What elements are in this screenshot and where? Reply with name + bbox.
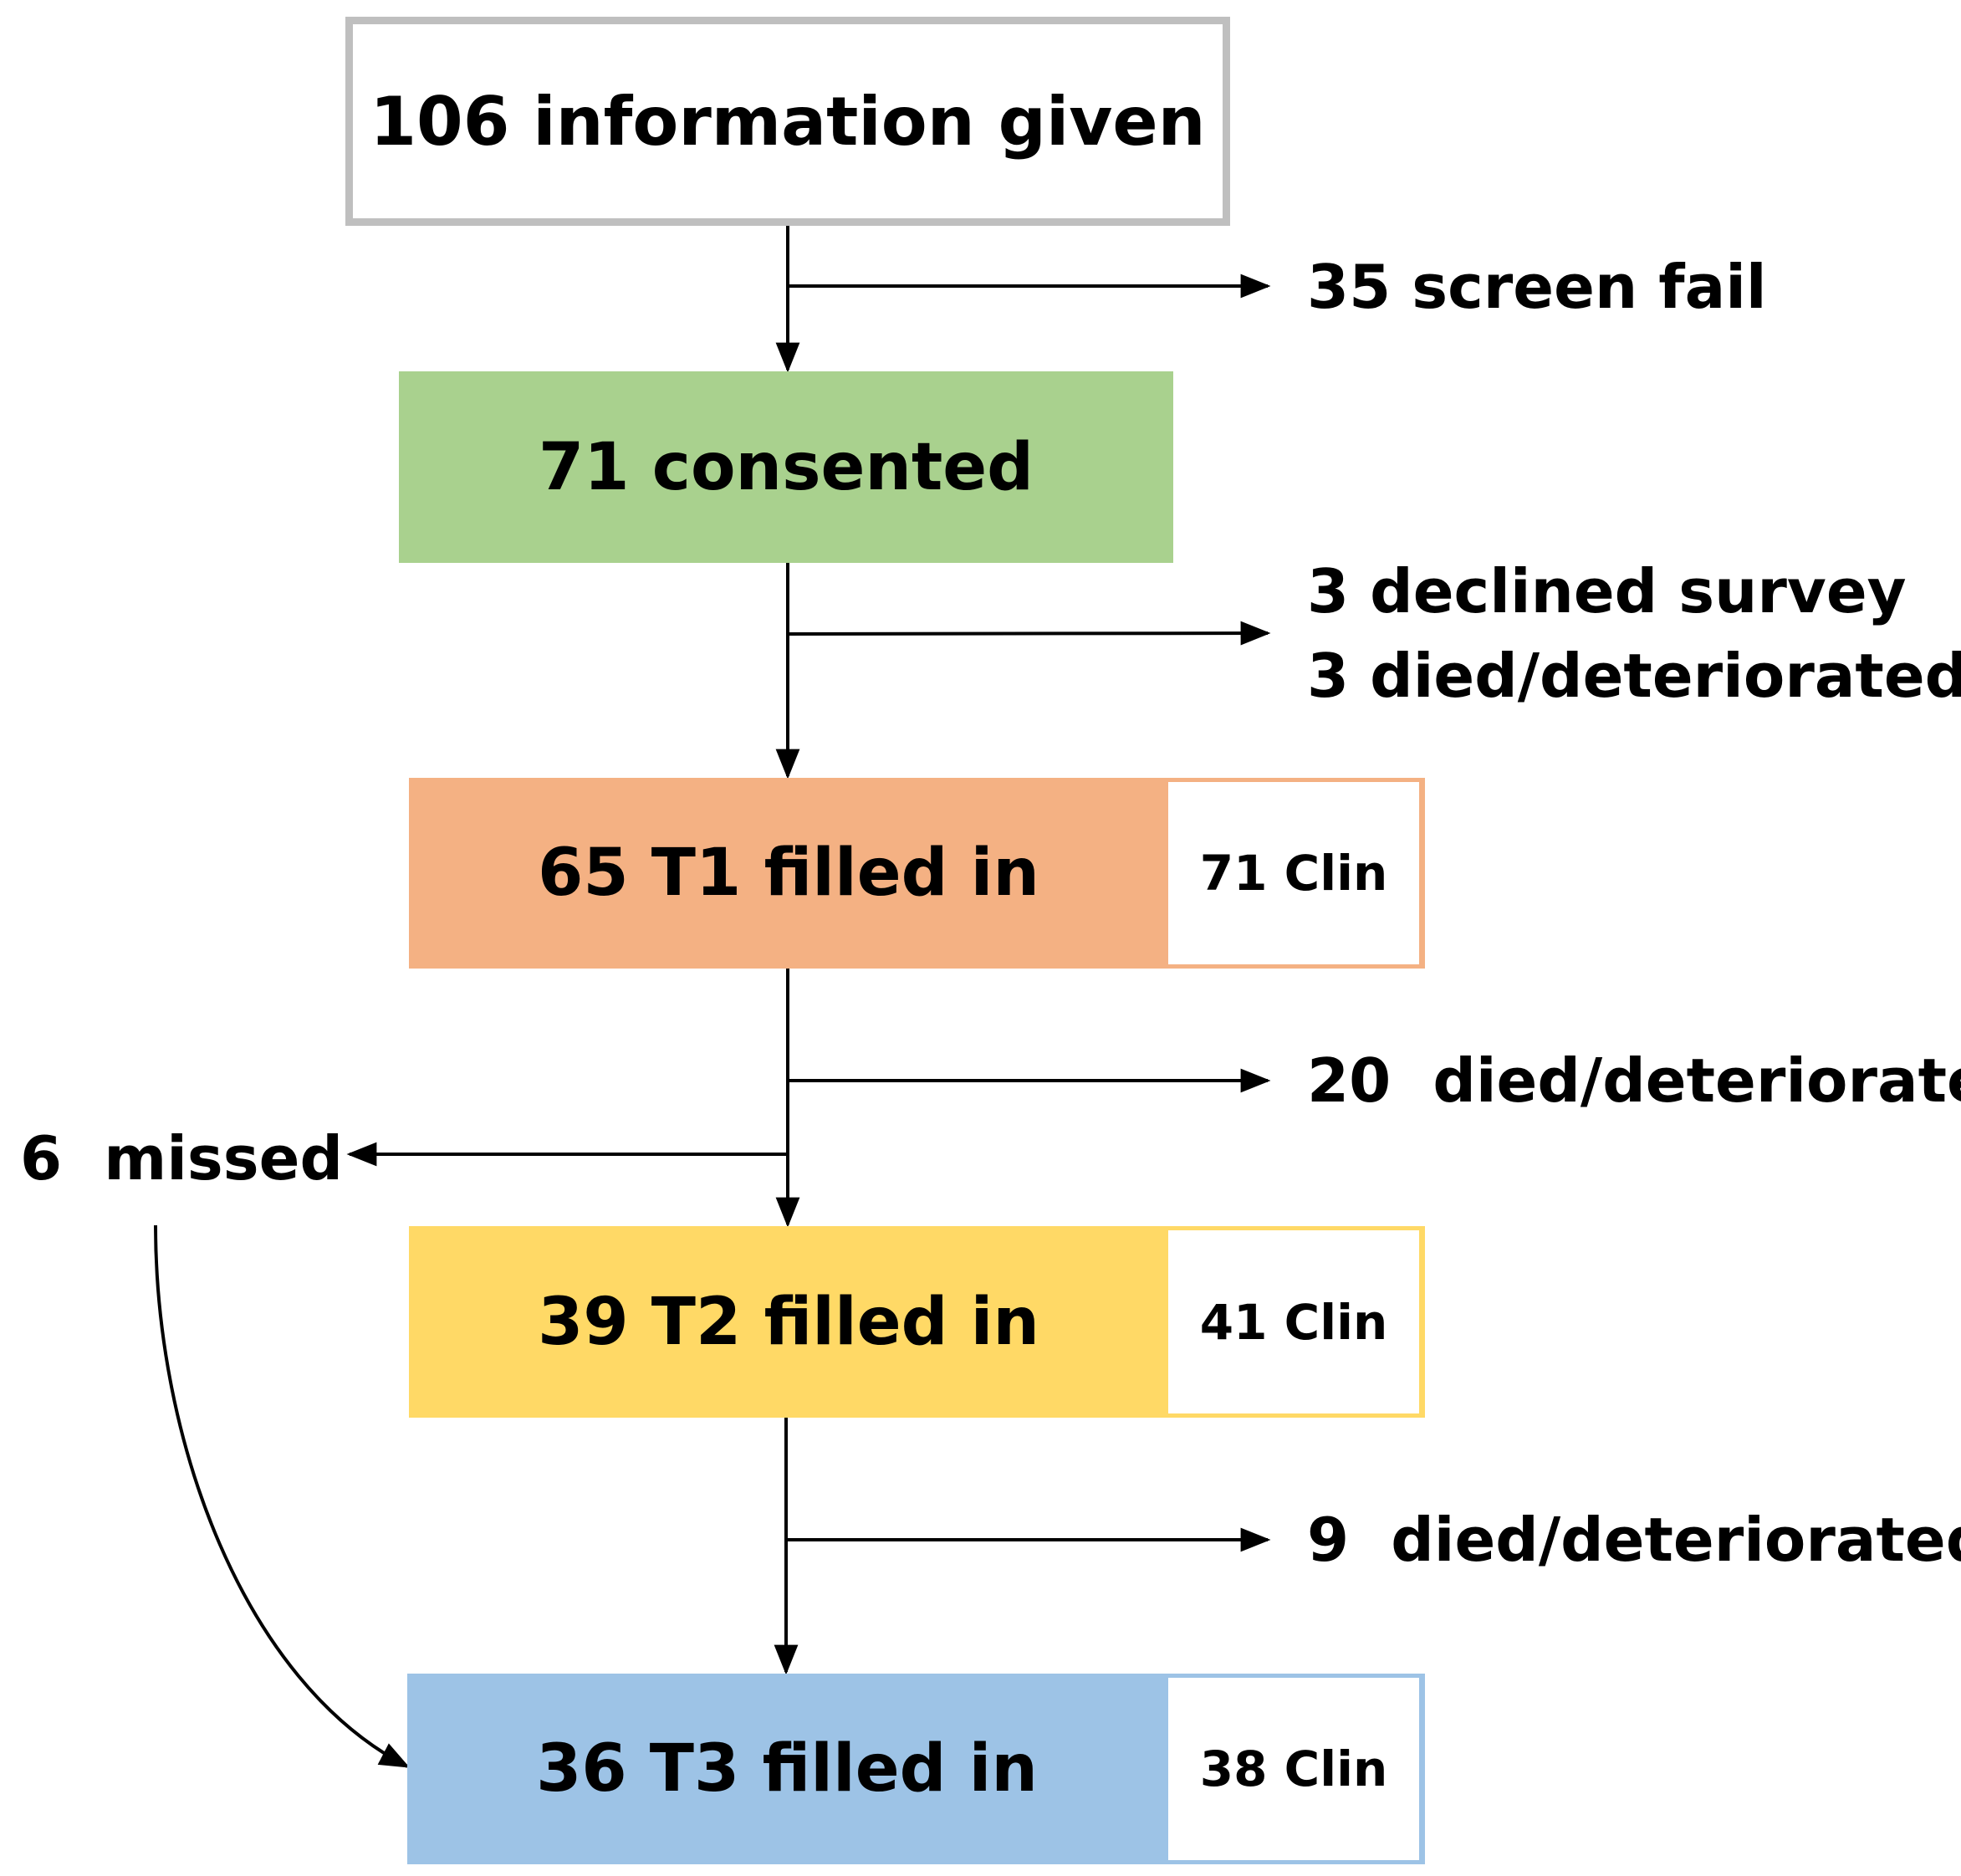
t3-clin-box: 38 Clin <box>1168 1678 1419 1860</box>
t3-box-label-wrap: 36 T3 filled in <box>407 1674 1167 1864</box>
t1-clin-label: 71 Clin <box>1199 845 1388 902</box>
t1-box-label: 65 T1 filled in <box>538 836 1039 911</box>
t3-box: 36 T3 filled in 38 Clin <box>407 1674 1425 1864</box>
info-box: 106 information given <box>345 17 1230 226</box>
consented-box-label: 71 consented <box>539 429 1034 505</box>
consented-box: 71 consented <box>399 371 1173 563</box>
arrow-declined <box>787 621 1271 646</box>
t2-box-label-wrap: 39 T2 filled in <box>409 1226 1168 1418</box>
t1-box: 65 T1 filled in 71 Clin <box>409 778 1425 969</box>
t2-clin-box: 41 Clin <box>1168 1230 1419 1413</box>
t3-box-label: 36 T3 filled in <box>536 1731 1038 1807</box>
died-deteriorated-label-1: 3 died/deteriorated <box>1307 641 1961 711</box>
died-deteriorated-label-2: 20 died/deteriorated <box>1307 1045 1961 1116</box>
t2-box: 39 T2 filled in 41 Clin <box>409 1226 1425 1418</box>
t2-clin-label: 41 Clin <box>1199 1293 1388 1351</box>
t1-clin-box: 71 Clin <box>1168 782 1419 964</box>
screen-fail-label: 35 screen fail <box>1307 252 1767 322</box>
declined-survey-label: 3 declined survey <box>1307 556 1907 626</box>
missed-label: 6 missed <box>20 1123 344 1194</box>
arrow-missed-to-t3 <box>154 1224 411 1768</box>
t2-box-label: 39 T2 filled in <box>538 1284 1039 1360</box>
info-box-label: 106 information given <box>370 82 1206 161</box>
t3-clin-label: 38 Clin <box>1199 1741 1388 1797</box>
died-deteriorated-label-3: 9 died/deteriorated <box>1307 1505 1961 1575</box>
t1-box-label-wrap: 65 T1 filled in <box>409 778 1168 969</box>
